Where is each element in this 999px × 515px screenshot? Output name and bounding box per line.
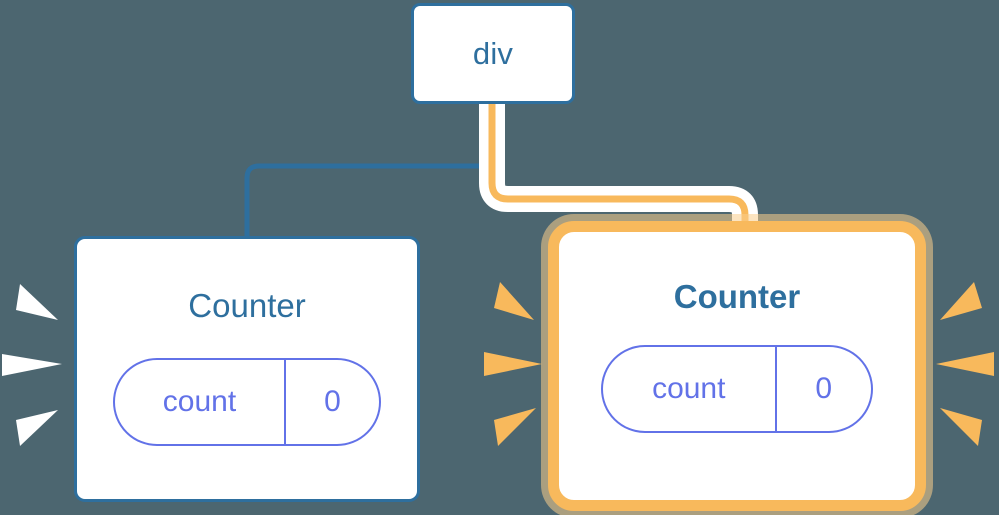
sparkle-burst-left-icon	[2, 284, 62, 446]
edge-div-to-counter-b	[479, 101, 758, 228]
sparkle-burst-middle-icon	[484, 282, 542, 446]
node-counter-a-state-pill: count 0	[113, 358, 381, 446]
sparkle-burst-right-icon	[936, 282, 994, 446]
state-key-label: count	[652, 372, 726, 405]
node-counter-a-title: Counter	[188, 287, 306, 324]
state-value-label: 0	[774, 347, 871, 431]
edge-core	[488, 101, 749, 228]
node-counter-b[interactable]: Counter count 0	[548, 221, 926, 511]
node-counter-b-state-pill: count 0	[601, 345, 873, 433]
state-key-label: count	[162, 385, 237, 418]
node-div[interactable]: div	[411, 3, 575, 104]
node-div-title: div	[472, 36, 514, 71]
node-counter-a[interactable]: Counter count 0	[74, 236, 420, 502]
state-value-label: 0	[283, 360, 379, 444]
edge-halo	[479, 101, 758, 228]
node-counter-b-title: Counter	[673, 278, 801, 315]
edge-div-to-counter-a	[244, 104, 495, 240]
